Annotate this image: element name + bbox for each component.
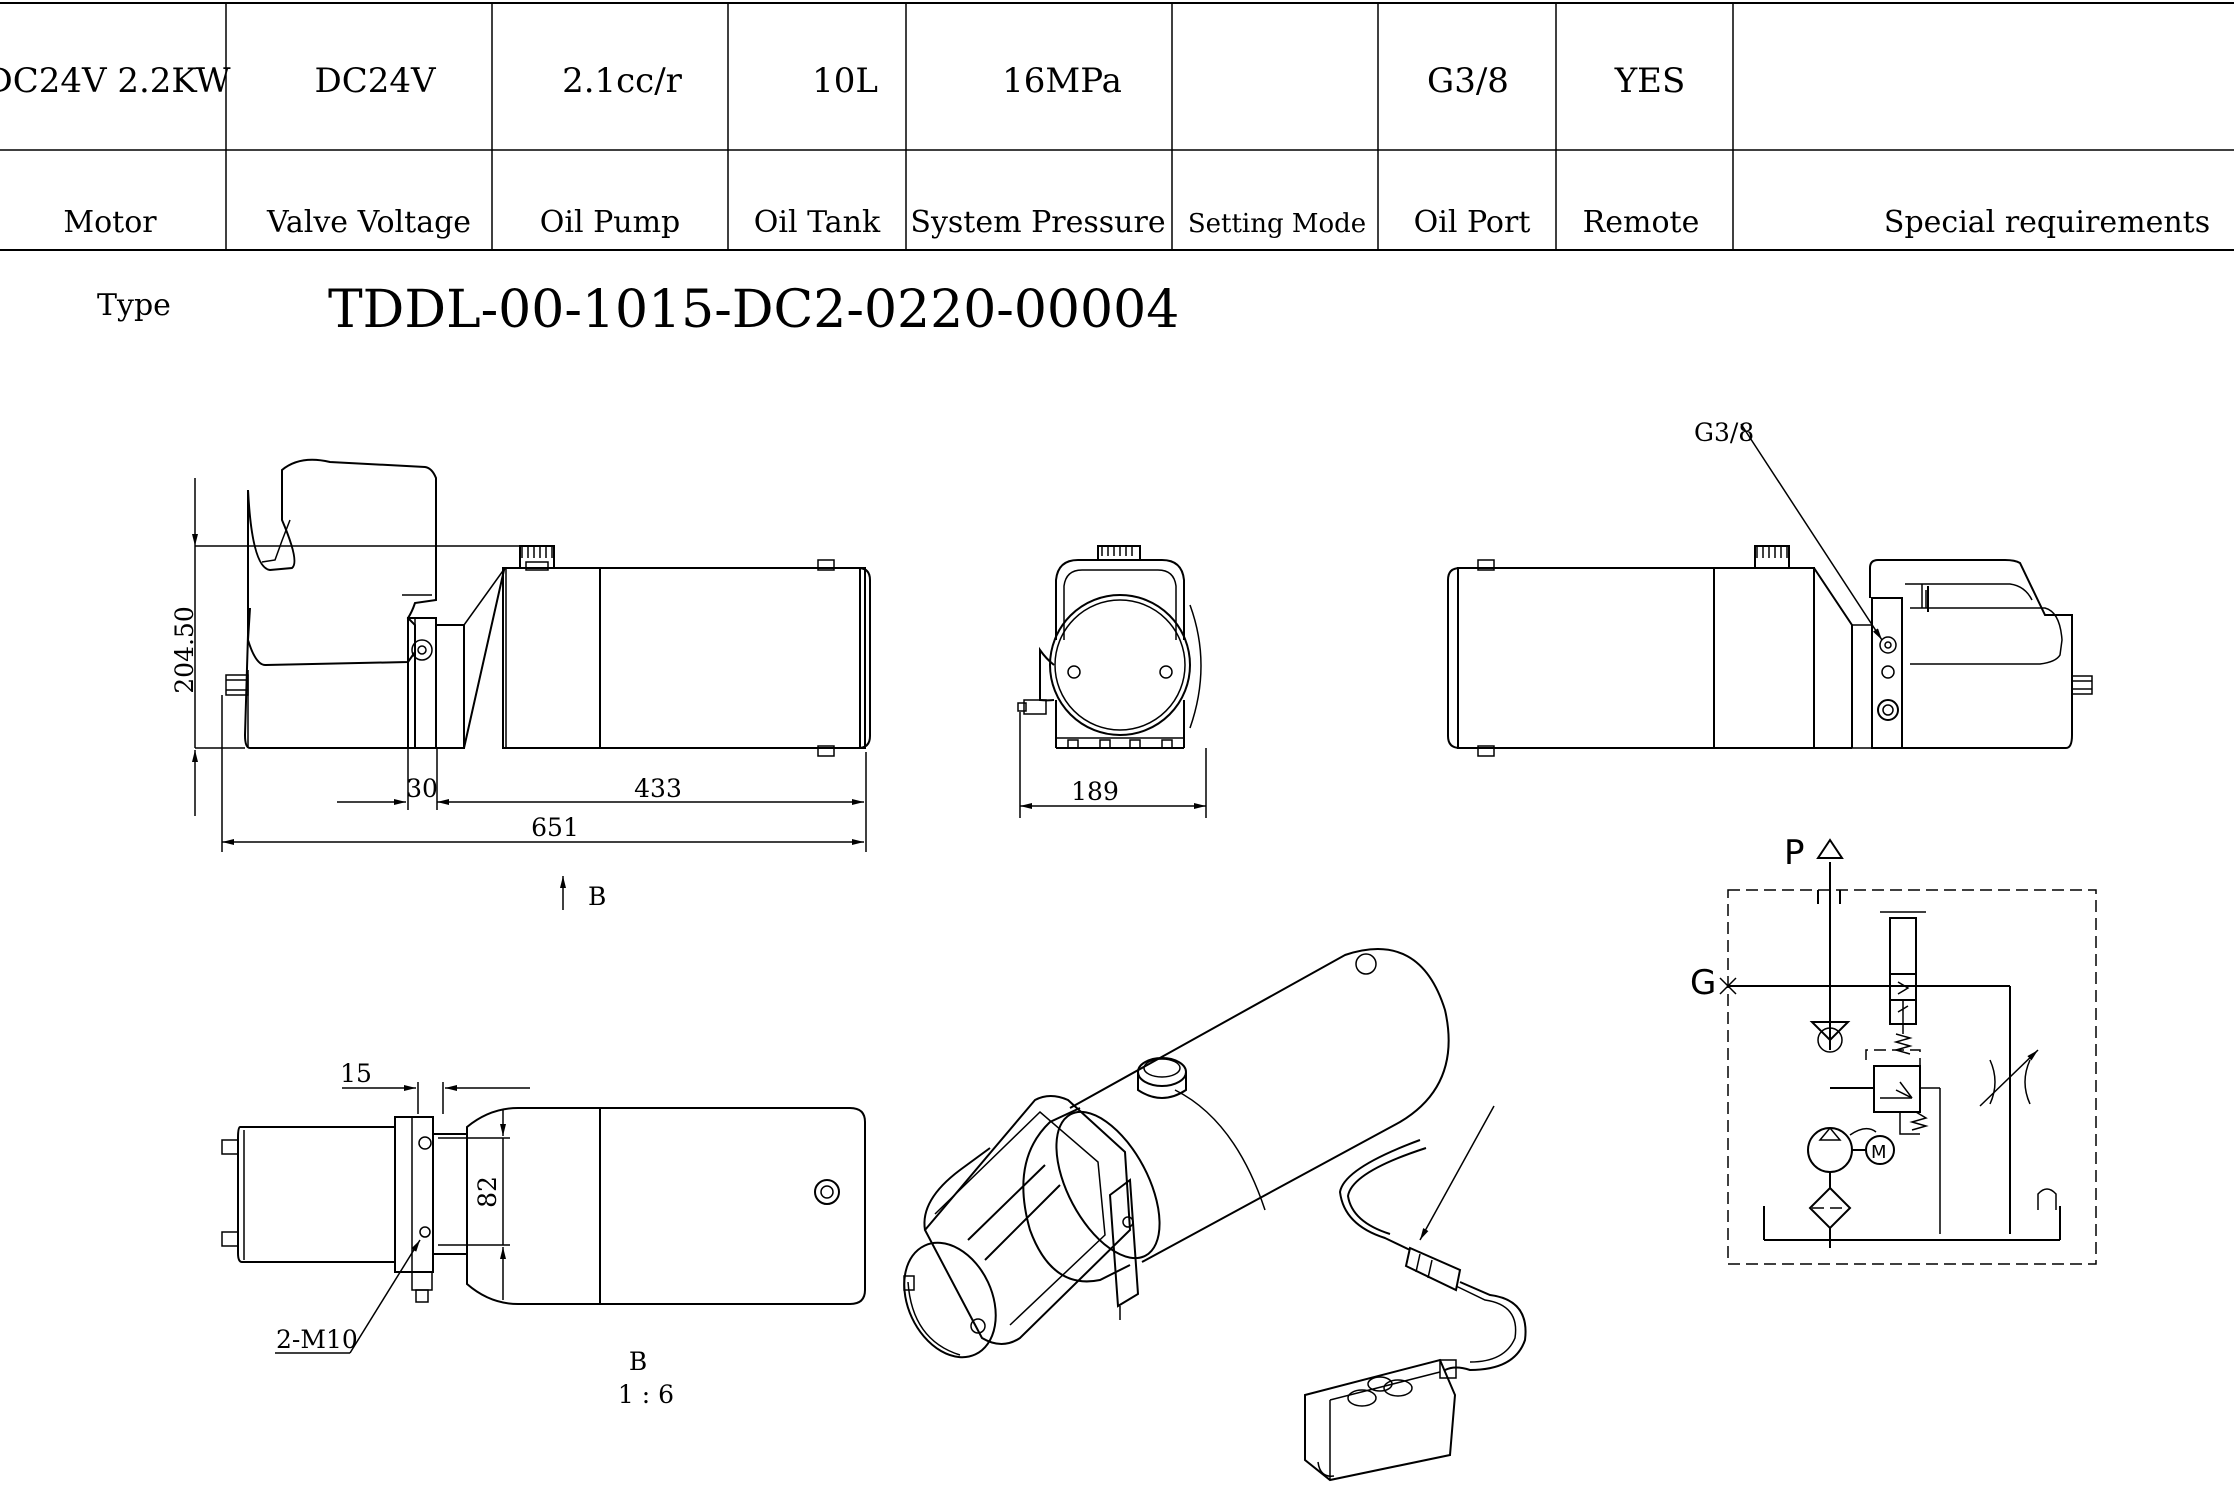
length-433-dimension: 433 bbox=[634, 774, 682, 803]
oil-port-value: G3/8 bbox=[1427, 61, 1509, 101]
oil-pump-value: 2.1cc/r bbox=[562, 61, 683, 101]
dim-82-label: 82 bbox=[473, 1176, 502, 1208]
oil-tank-label: Oil Tank bbox=[754, 205, 881, 240]
detail-name-label: B bbox=[629, 1347, 647, 1376]
system-pressure-label: System Pressure bbox=[910, 205, 1165, 240]
isometric-view bbox=[903, 948, 1527, 1482]
dim-15-label: 15 bbox=[340, 1059, 372, 1088]
valve-voltage-value: DC24V bbox=[314, 61, 437, 101]
oil-pump-label: Oil Pump bbox=[540, 205, 680, 240]
end-width-dimension: 189 bbox=[1071, 777, 1119, 806]
oil-port-label: Oil Port bbox=[1414, 205, 1531, 240]
motor-symbol: M bbox=[1871, 1142, 1887, 1163]
view-arrow-label: B bbox=[588, 882, 606, 911]
rear-view: G3/8 bbox=[1447, 418, 2093, 757]
front-view-dimensions: 204.50 30 433 651 B bbox=[170, 478, 867, 911]
height-dimension: 204.50 bbox=[170, 606, 199, 693]
front-view bbox=[225, 458, 871, 757]
port-leader-label: G3/8 bbox=[1694, 418, 1754, 447]
width-30-dimension: 30 bbox=[406, 774, 438, 803]
schematic-g-label: G bbox=[1690, 963, 1716, 1003]
type-code: TDDL-00-1015-DC2-0220-00004 bbox=[328, 280, 1179, 340]
remote-value: YES bbox=[1614, 61, 1686, 101]
schematic-p-label: P bbox=[1784, 833, 1805, 873]
oil-tank-value: 10L bbox=[812, 61, 878, 101]
mount-label: 2-M10 bbox=[276, 1325, 358, 1354]
length-651-dimension: 651 bbox=[531, 813, 579, 842]
system-pressure-value: 16MPa bbox=[1002, 61, 1122, 101]
valve-voltage-label: Valve Voltage bbox=[266, 205, 471, 240]
remote-label: Remote bbox=[1583, 205, 1700, 240]
setting-mode-label: Setting Mode bbox=[1188, 209, 1366, 239]
end-view: 189 bbox=[1017, 545, 1207, 818]
motor-label: Motor bbox=[63, 205, 157, 240]
b-view: 15 82 2-M10 B 1 : 6 bbox=[221, 1059, 866, 1409]
type-label: Type bbox=[97, 288, 171, 323]
detail-scale-label: 1 : 6 bbox=[618, 1380, 674, 1409]
motor-value: DC24V 2.2KW bbox=[0, 61, 231, 101]
spec-table: DC24V 2.2KW DC24V 2.1cc/r 10L 16MPa G3/8… bbox=[0, 2, 2234, 251]
hydraulic-schematic: P G M bbox=[1690, 833, 2097, 1265]
special-requirements-label: Special requirements bbox=[1884, 205, 2210, 240]
